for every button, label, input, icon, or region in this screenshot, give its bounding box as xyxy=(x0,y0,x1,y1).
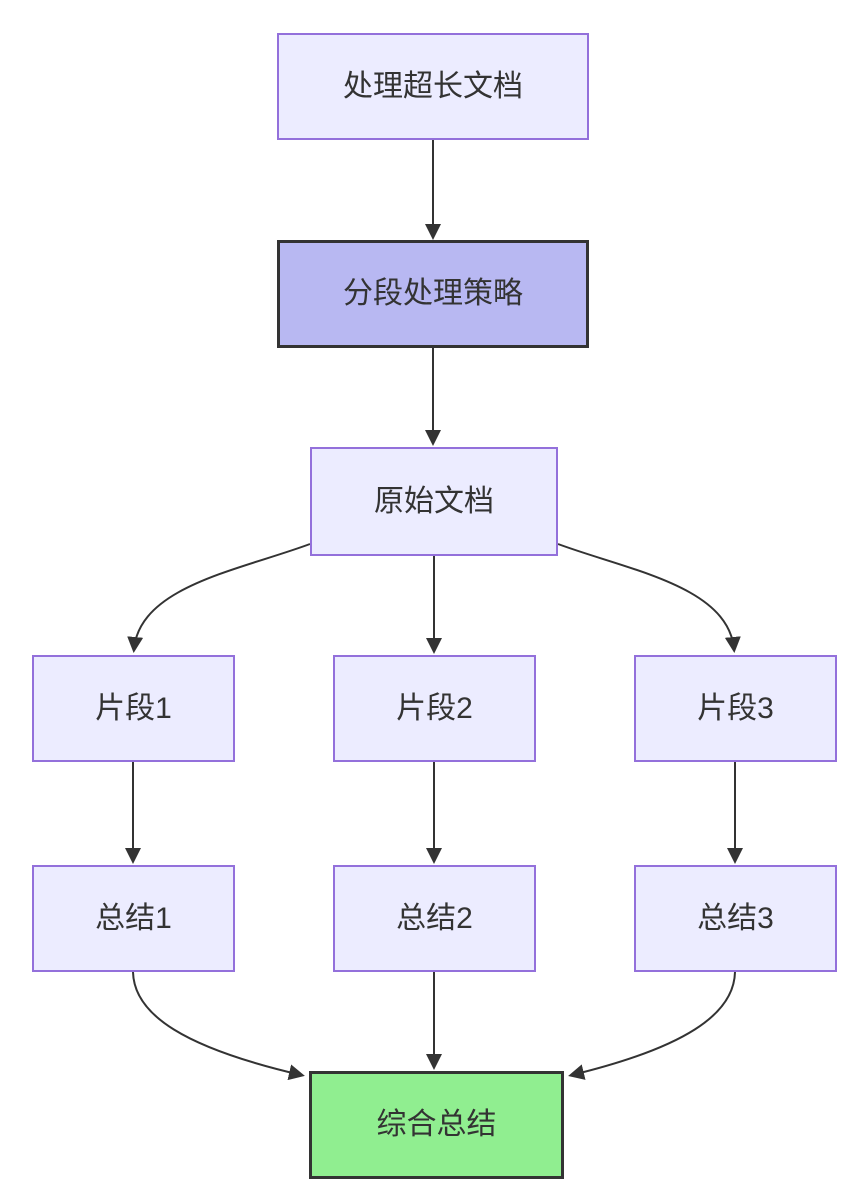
node-original-doc-label: 原始文档 xyxy=(374,484,494,518)
node-fragment-1: 片段1 xyxy=(32,655,235,762)
edge-originaldoc-fragment3 xyxy=(557,543,741,653)
edge-originaldoc-fragment1 xyxy=(127,543,311,653)
node-fragment-3: 片段3 xyxy=(634,655,837,762)
node-fragment-2-label: 片段2 xyxy=(396,691,473,725)
node-final-summary: 综合总结 xyxy=(309,1071,564,1179)
node-fragment-2: 片段2 xyxy=(333,655,536,762)
node-process-long-doc: 处理超长文档 xyxy=(277,33,589,140)
edge-summary3-final xyxy=(568,971,736,1080)
node-summary-2: 总结2 xyxy=(333,865,536,972)
node-segment-strategy-label: 分段处理策略 xyxy=(343,277,523,310)
node-fragment-1-label: 片段1 xyxy=(95,691,172,725)
node-summary-3: 总结3 xyxy=(634,865,837,972)
node-original-doc: 原始文档 xyxy=(310,447,558,556)
node-process-long-doc-label: 处理超长文档 xyxy=(343,69,523,103)
node-summary-2-label: 总结2 xyxy=(396,901,473,935)
node-final-summary-label: 综合总结 xyxy=(376,1108,497,1141)
node-segment-strategy: 分段处理策略 xyxy=(277,240,589,348)
node-summary-1: 总结1 xyxy=(32,865,235,972)
node-summary-3-label: 总结3 xyxy=(697,901,774,935)
node-fragment-3-label: 片段3 xyxy=(697,691,774,725)
node-summary-1-label: 总结1 xyxy=(95,901,172,935)
edge-summary1-final xyxy=(132,971,305,1081)
